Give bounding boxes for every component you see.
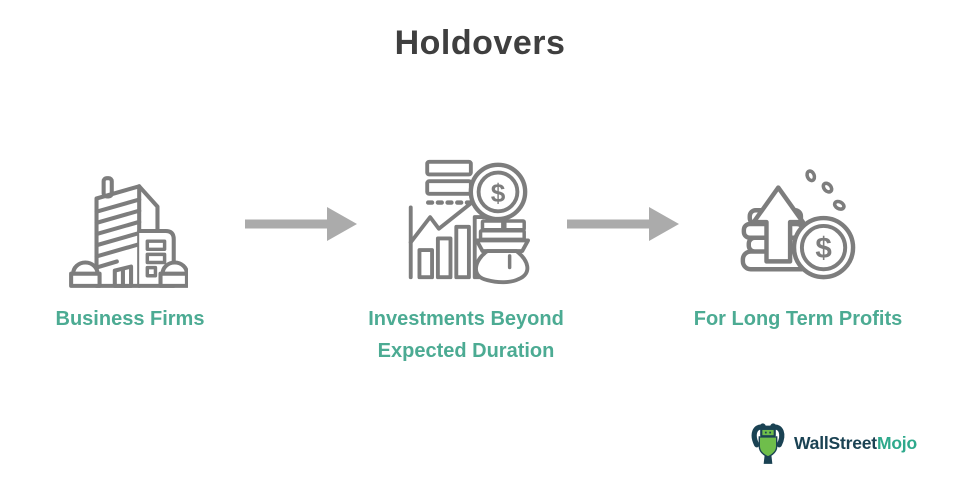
arrow-right-icon	[245, 207, 357, 241]
step-investments: $	[398, 157, 534, 285]
investment-growth-icon: $	[408, 159, 530, 285]
logo-wordmark: WallStreetMojo	[794, 433, 917, 454]
logo-text-mojo: Mojo	[876, 432, 917, 453]
dollar-symbol: $	[815, 232, 831, 265]
step-label-long-term-profits: For Long Term Profits	[693, 308, 903, 330]
page-title: Holdovers	[394, 24, 566, 62]
arrow-right-icon	[245, 206, 357, 242]
step-long-term-profits: $	[732, 163, 860, 285]
wallstreetmojo-mascot-icon	[751, 423, 785, 464]
arrow-right-icon	[567, 206, 679, 242]
logo-text-wallstreet: WallStreet	[794, 432, 877, 453]
wallstreetmojo-logo: WallStreetMojo	[748, 420, 917, 466]
step-business-firms	[66, 166, 188, 294]
rising-profit-coins-icon: $	[740, 169, 856, 280]
arrow-right-icon	[567, 207, 679, 241]
office-building-icon	[69, 176, 188, 288]
dollar-symbol: $	[491, 178, 506, 208]
step-label-business-firms: Business Firms	[55, 308, 205, 330]
step-label-investments: Investments Beyond Expected Duration	[368, 308, 564, 362]
